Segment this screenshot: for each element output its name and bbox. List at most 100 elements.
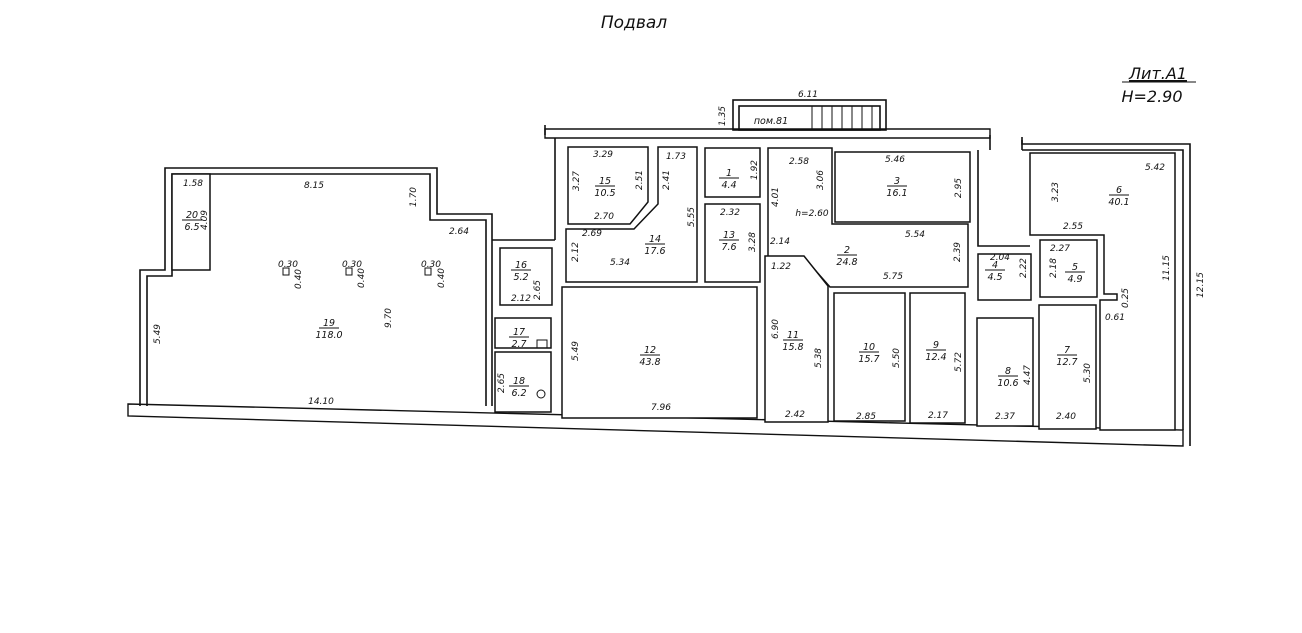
dimension-label: 4.01 [771,187,781,207]
dimension-label: 2.12 [511,294,531,304]
dimension-label: 2.70 [594,212,614,222]
dimension-label: 6.11 [798,90,818,100]
room-12 [561,286,758,419]
room-5 [1039,239,1098,298]
room-area: 15.7 [858,354,879,365]
dimension-label: 5.50 [892,348,902,368]
dimension-label: 2.32 [720,208,740,218]
room-area: 43.8 [639,357,660,368]
dimension-label: 1.22 [771,262,791,272]
dimension-label: 1.73 [666,152,686,162]
dimension-label: 2.22 [1019,258,1029,278]
dimension-label: 3.06 [816,170,826,190]
dimension-label: 5.75 [883,272,903,282]
room-20 [171,173,211,271]
room-number: 9 [933,340,939,351]
room-number: 12 [644,345,656,356]
dimension-label: 0.30 [342,260,362,270]
dimension-label: 2.95 [954,178,964,198]
room-label-18: 186.2 [509,376,529,399]
room-label-7: 712.7 [1056,345,1077,368]
dimension-label: 2.37 [995,412,1015,422]
dimension-label: 2.65 [533,280,543,300]
room-label-17: 172.7 [509,327,529,350]
dimension-label: 1.70 [409,187,419,207]
dimension-label: 4.09 [200,210,210,230]
dimension-label: 5.34 [610,258,630,268]
dimension-label: 5.49 [153,324,163,344]
room-14 [565,146,698,283]
dimension-label: 3.23 [1051,182,1061,202]
room-4 [977,253,1032,301]
room-label-2: 224.8 [836,245,857,268]
room-7 [1038,304,1097,430]
dimension-label: 12.15 [1196,272,1206,298]
room-number: 6 [1116,185,1122,196]
adjacent-room-label: пом.81 [754,116,788,127]
room-area: 6.2 [511,388,526,399]
room-area: 4.5 [987,272,1002,283]
room-number: 20 [186,210,198,221]
room-number: 5 [1072,262,1078,273]
dimension-label: 1.35 [718,106,728,126]
room-number: 2 [844,245,850,256]
dimension-label: 2.42 [785,410,805,420]
dimension-label: 2.65 [497,373,507,393]
room-area: 17.6 [644,246,665,257]
room-number: 19 [323,318,335,329]
room-area: 118.0 [315,330,342,341]
dimension-label: 0.40 [357,268,367,288]
room-number: 4 [992,260,998,271]
dimension-label: 2.12 [571,242,581,262]
room-6 [1029,152,1176,431]
dimension-label: 2.04 [990,253,1010,263]
room-area: 16.1 [886,188,907,199]
dimension-label: 11.15 [1162,255,1172,281]
room-label-5: 54.9 [1065,262,1085,285]
room-number: 10 [863,342,875,353]
dimension-label: 0.30 [278,260,298,270]
room-number: 18 [513,376,525,387]
rooms [171,146,1176,431]
room-17 [494,317,552,349]
room-number: 1 [726,168,732,179]
room-number: 14 [649,234,661,245]
room-area: 6.5 [184,222,199,233]
dimension-label: 0.61 [1105,313,1125,323]
room-number: 3 [894,176,900,187]
dimension-label: 2.41 [662,170,672,190]
dimension-label: 2.51 [635,170,645,190]
dimension-label: 0.30 [421,260,441,270]
dimension-label: 5.42 [1145,163,1165,173]
dimension-label: 2.55 [1063,222,1083,232]
dimension-label: 5.38 [814,348,824,368]
room-10 [833,292,906,422]
room-area: 24.8 [836,257,857,268]
room-number: 15 [599,176,611,187]
dimension-label: 5.54 [905,230,925,240]
dimension-label: 3.27 [572,171,582,191]
dimension-label: h=2.60 [795,209,829,219]
room-label-4: 44.5 [985,260,1005,283]
dimension-label: 0.40 [437,268,447,288]
room-area: 4.4 [721,180,736,191]
room-area: 10.5 [594,188,615,199]
room-area: 2.7 [511,339,526,350]
dimension-label: 5.72 [954,352,964,372]
plan-title: Подвал [601,13,667,33]
dimension-label: 4.47 [1023,365,1033,385]
dimension-label: 0.25 [1121,288,1131,308]
dimension-label: 2.40 [1056,412,1076,422]
dimension-label: 2.64 [449,227,469,237]
room-label-20: 206.5 [182,210,202,233]
room-16 [499,247,553,306]
room-label-13: 137.6 [719,230,739,253]
room-area: 10.6 [997,378,1018,389]
dimension-label: 1.58 [183,179,203,189]
room-area: 40.1 [1108,197,1129,208]
dimension-label: 2.14 [770,237,790,247]
